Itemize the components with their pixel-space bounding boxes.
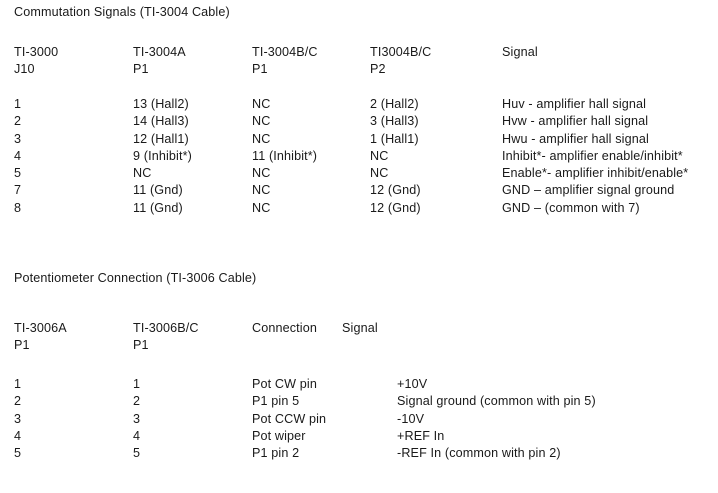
column-header-line1: TI-3004A — [133, 45, 186, 59]
column-header-ti-3006a-p1: TI-3006A P1 — [14, 320, 67, 355]
table-column-ti-3006a-pin: 1 2 3 4 5 — [14, 377, 22, 461]
section-title-potentiometer-connection: Potentiometer Connection (TI-3006 Cable) — [14, 271, 257, 285]
column-header-line2: P1 — [252, 62, 268, 77]
column-header-line1: TI3004B/C — [370, 45, 432, 59]
column-header-line2: P1 — [14, 338, 30, 353]
column-header-line1: TI-3000 — [14, 45, 59, 59]
column-header-line1: TI-3004B/C — [252, 45, 318, 59]
column-header-line1: TI-3006A — [14, 321, 67, 335]
column-header-ti-3000-j10: TI-3000 J10 — [14, 44, 58, 79]
column-header-signal: Signal — [342, 321, 378, 335]
column-header-line2: P1 — [133, 338, 149, 353]
table-column-ti-3006bc-pin: 1 2 3 4 5 — [133, 377, 141, 461]
table-column-signal-description: +10V Signal ground (common with pin 5) -… — [397, 377, 596, 461]
column-header-connection: Connection — [252, 321, 317, 335]
table-column-ti-3004bc-p1: NC NC NC 11 (Inhibit*) NC NC NC — [252, 97, 318, 215]
column-header-ti-3004bc-p1: TI-3004B/C P1 — [252, 44, 318, 79]
column-header-line2: J10 — [14, 62, 35, 77]
section-title-commutation-signals: Commutation Signals (TI-3004 Cable) — [14, 5, 230, 19]
column-header-line2: P1 — [133, 62, 149, 77]
column-header-ti-3006bc-p1: TI-3006B/C P1 — [133, 320, 199, 355]
table-column-signal-description: Huv - amplifier hall signal Hvw - amplif… — [502, 97, 689, 215]
column-header-ti-3004a-p1: TI-3004A P1 — [133, 44, 186, 79]
column-header-line2: P2 — [370, 62, 386, 77]
table-column-connection: Pot CW pin P1 pin 5 Pot CCW pin Pot wipe… — [252, 377, 327, 461]
table-column-ti-3004a-p1: 13 (Hall2) 14 (Hall3) 12 (Hall1) 9 (Inhi… — [133, 97, 192, 215]
column-header-line1: TI-3006B/C — [133, 321, 199, 335]
column-header-signal: Signal — [502, 45, 538, 59]
table-column-ti3004bc-p2: 2 (Hall2) 3 (Hall3) 1 (Hall1) NC NC 12 (… — [370, 97, 421, 215]
column-header-ti3004bc-p2: TI3004B/C P2 — [370, 44, 431, 79]
table-column-pin-j10: 1 2 3 4 5 7 8 — [14, 97, 22, 215]
